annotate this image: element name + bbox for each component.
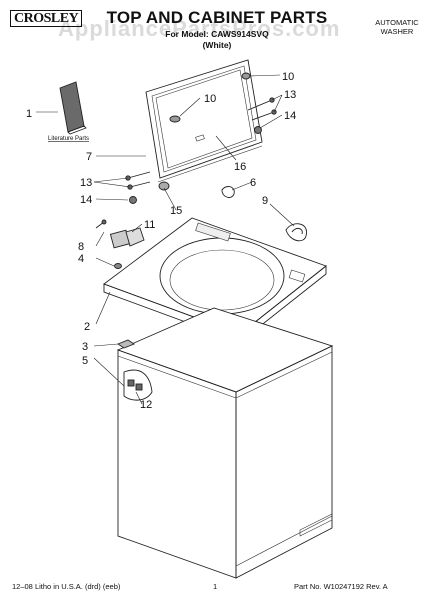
literature-booklet: Literature Parts bbox=[48, 81, 89, 142]
page-title: TOP AND CABINET PARTS bbox=[106, 8, 328, 27]
callout-7: 7 bbox=[86, 151, 92, 163]
callout-8: 8 bbox=[78, 241, 84, 253]
watermark: AppliancePartsPros.com bbox=[58, 16, 341, 41]
callout-11: 11 bbox=[144, 219, 155, 231]
callout-numbers: 1 2 3 4 5 6 7 8 9 10 10 11 12 13 13 14 1… bbox=[26, 71, 296, 411]
callout-10-top: 10 bbox=[282, 71, 294, 83]
lid-assembly bbox=[145, 59, 263, 183]
footer-litho: 12–08 Litho in U.S.A. (drd) (eeb) bbox=[12, 582, 121, 591]
callout-14-right: 14 bbox=[284, 110, 296, 122]
footer-part-number: Part No. W10247192 Rev. A bbox=[294, 582, 388, 591]
callout-5: 5 bbox=[82, 355, 88, 367]
brand-logo: CROSLEY bbox=[10, 10, 83, 27]
appliance-type: AUTOMATIC WASHER bbox=[375, 18, 419, 36]
cabinet bbox=[116, 307, 334, 579]
model-line: For Model: CAWS914SVQ bbox=[165, 29, 269, 39]
lid-switch-parts bbox=[95, 186, 307, 269]
callout-3: 3 bbox=[82, 341, 88, 353]
leader-lines bbox=[36, 74, 295, 405]
callout-2: 2 bbox=[84, 321, 90, 333]
callout-13-right: 13 bbox=[284, 89, 296, 101]
callout-12: 12 bbox=[140, 399, 152, 411]
callout-1: 1 bbox=[26, 108, 32, 120]
callout-14-left: 14 bbox=[80, 194, 92, 206]
callout-4: 4 bbox=[78, 253, 84, 265]
callout-13-left: 13 bbox=[80, 177, 92, 189]
callout-9: 9 bbox=[262, 195, 268, 207]
callout-15: 15 bbox=[170, 205, 182, 217]
callout-6: 6 bbox=[250, 177, 256, 189]
footer-page-number: 1 bbox=[213, 582, 218, 591]
callout-16: 16 bbox=[234, 161, 246, 173]
color-line: (White) bbox=[202, 40, 232, 50]
callout-10-lid: 10 bbox=[204, 93, 216, 105]
literature-label: Literature Parts bbox=[48, 136, 89, 142]
